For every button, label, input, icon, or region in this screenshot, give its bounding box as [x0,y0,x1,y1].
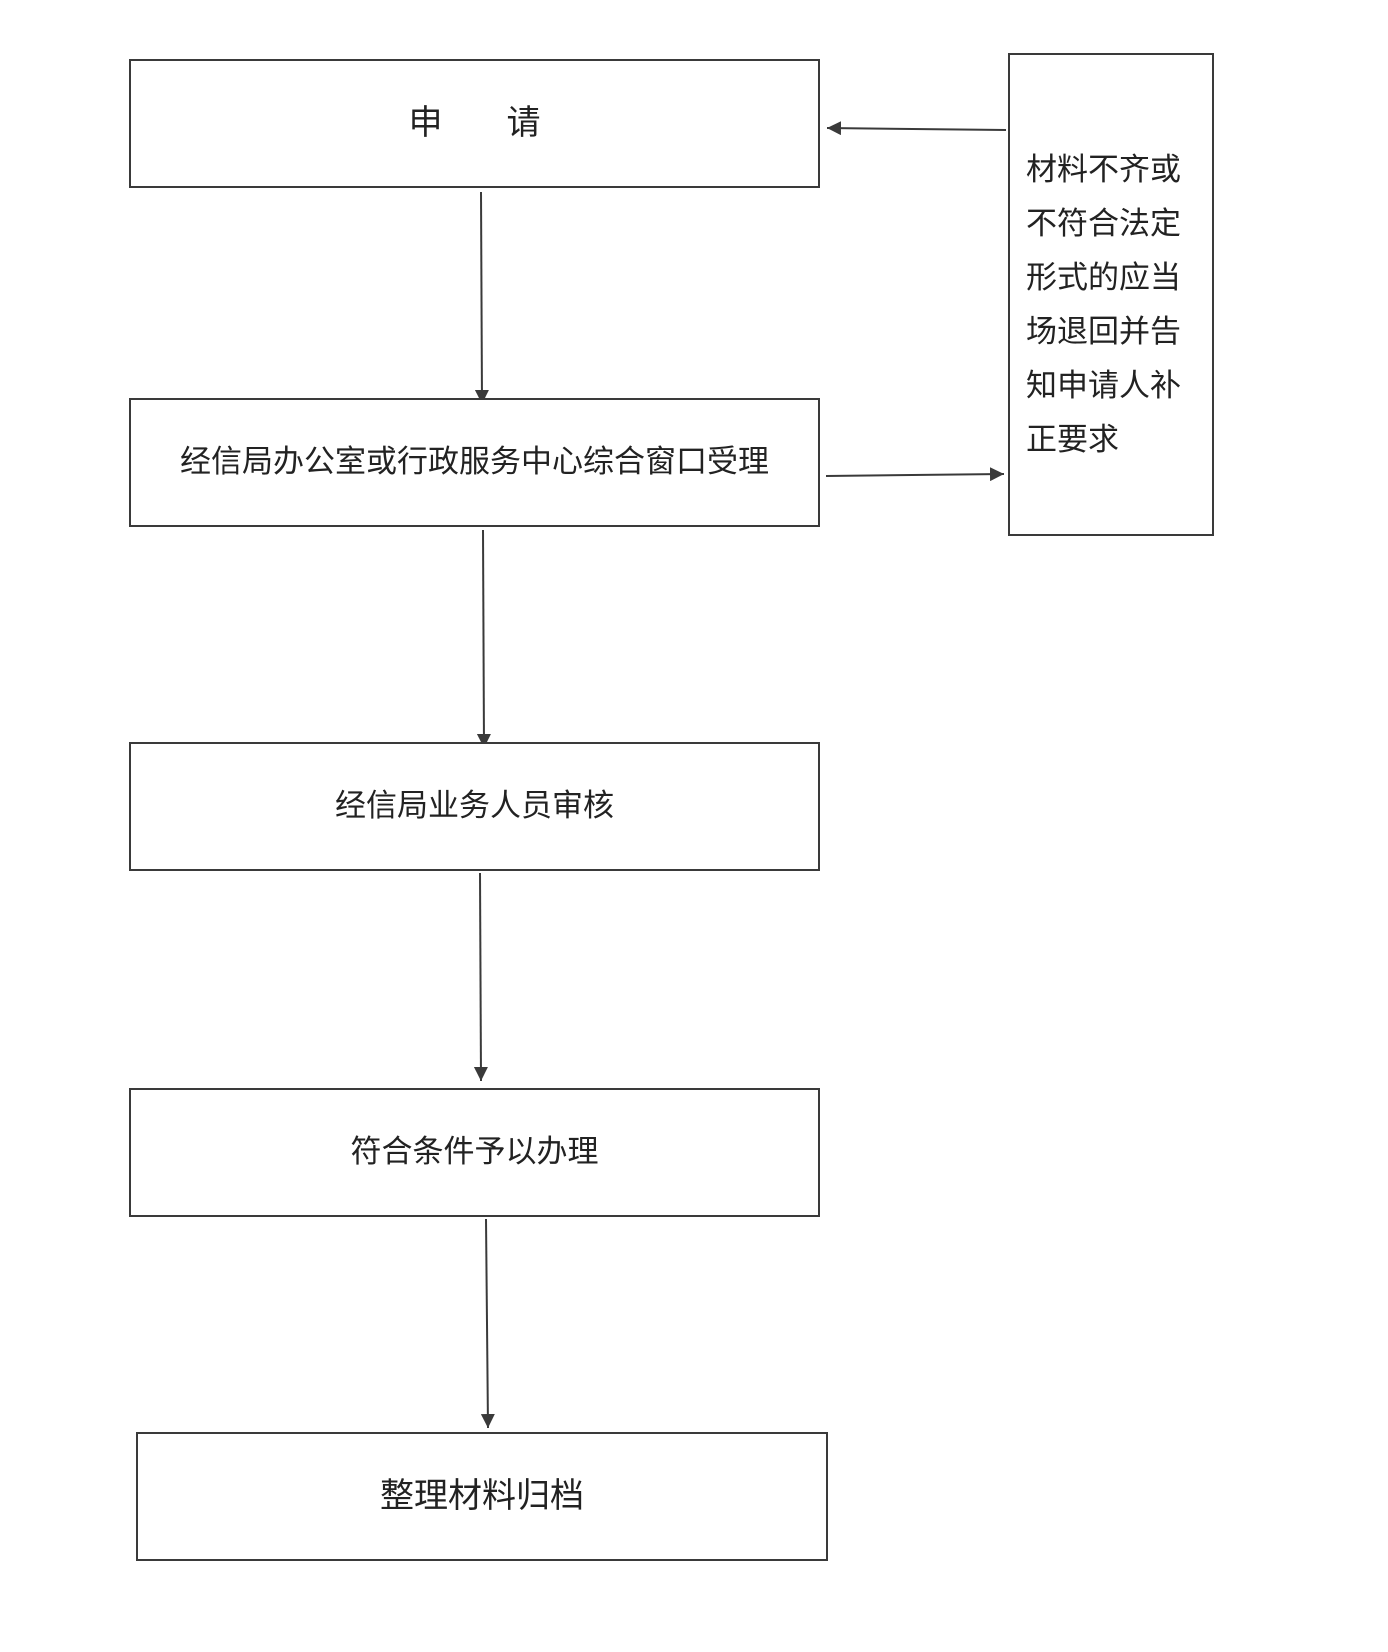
return-note-box: 材料不齐或不符合法定形式的应当场退回并告知申请人补正要求 [1008,53,1214,536]
step-handle-box: 符合条件予以办理 [129,1088,820,1217]
step-review-label: 经信局业务人员审核 [335,787,614,824]
step-apply-label: 申请 [408,103,605,144]
arrow-handle-to-archive [480,1218,495,1429]
arrow-return-to-apply [826,121,1007,136]
step-archive-label: 整理材料归档 [380,1476,584,1517]
arrow-review-to-handle [473,872,488,1082]
arrow-apply-to-accept [474,191,489,405]
step-handle-label: 符合条件予以办理 [350,1133,599,1170]
step-accept-box: 经信局办公室或行政服务中心综合窗口受理 [129,398,820,527]
step-apply-box: 申请 [129,59,820,188]
step-accept-label: 经信局办公室或行政服务中心综合窗口受理 [180,443,769,480]
return-note-label: 材料不齐或不符合法定形式的应当场退回并告知申请人补正要求 [1026,152,1181,458]
arrow-accept-to-review [476,529,491,749]
step-archive-box: 整理材料归档 [136,1432,828,1561]
step-review-box: 经信局业务人员审核 [129,742,820,871]
arrow-accept-to-return [825,467,1005,482]
